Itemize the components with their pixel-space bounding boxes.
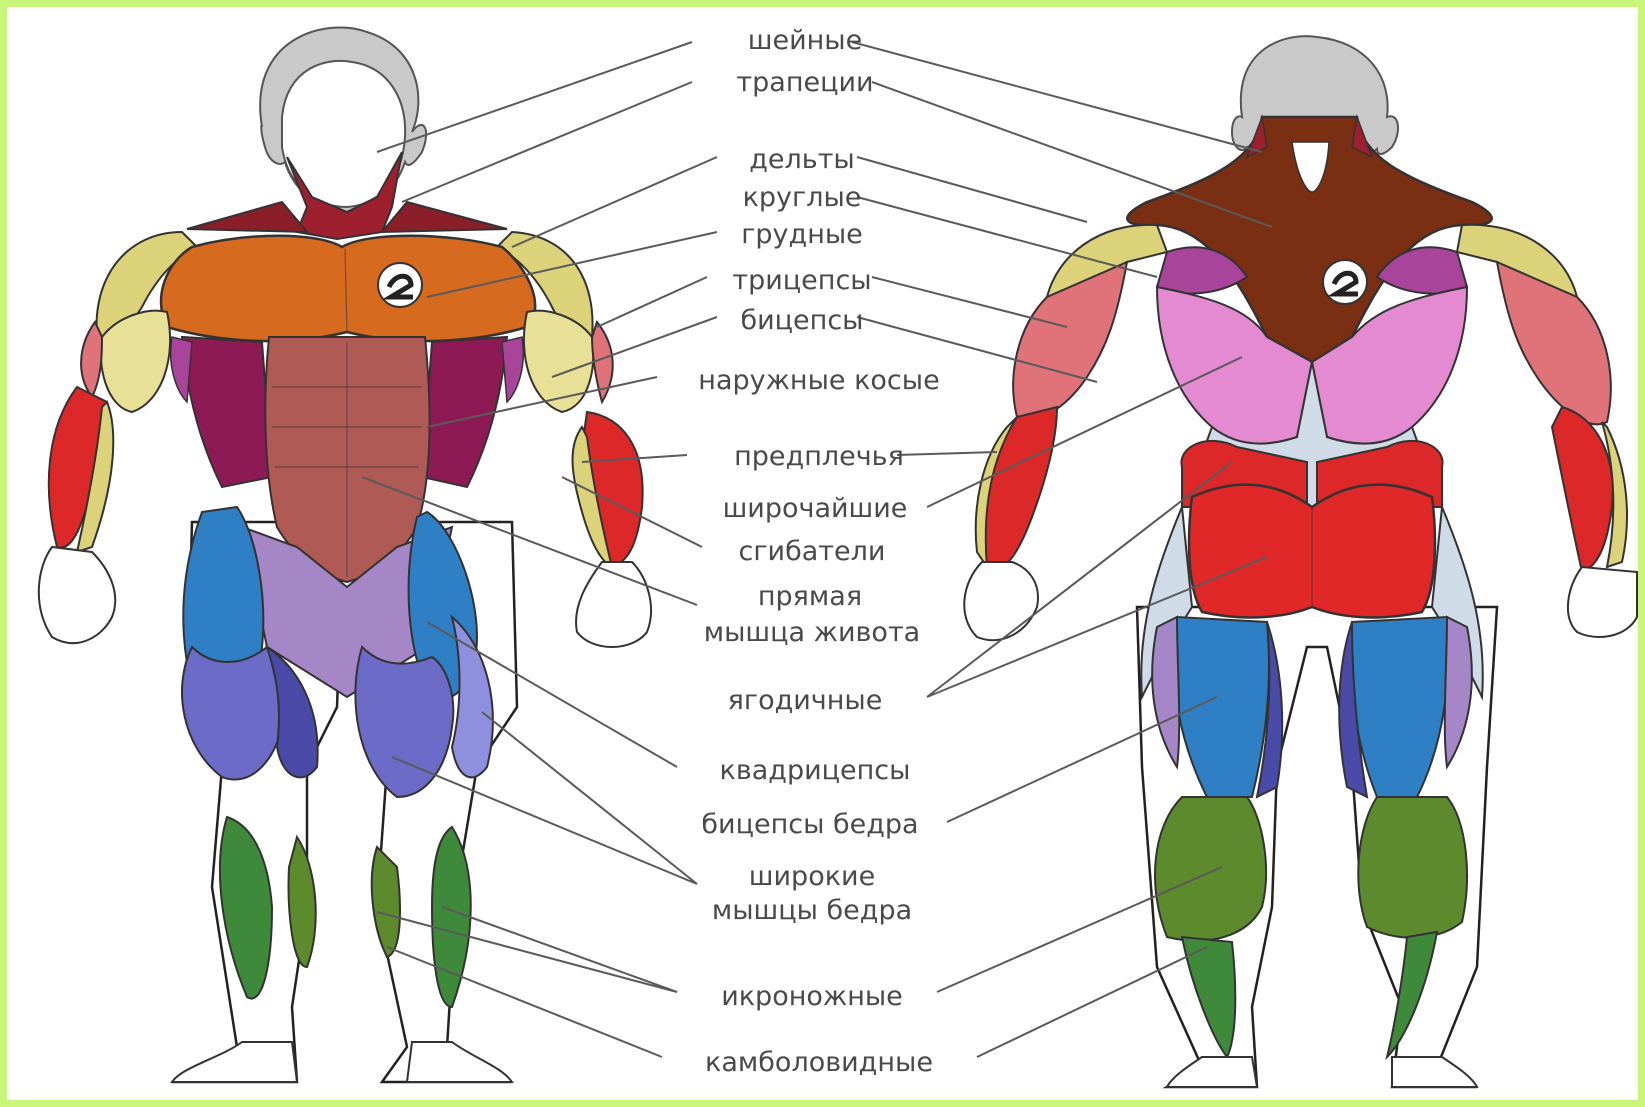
label-biceps: бицепсы: [740, 305, 863, 336]
label-soleus: камболовидные: [705, 1047, 933, 1078]
label-glutes: ягодичные: [728, 685, 883, 716]
back-calf-left: [1155, 797, 1266, 941]
label-neck: шейные: [748, 25, 862, 56]
front-foot-left: [172, 1042, 297, 1082]
front-triceps-left: [81, 322, 102, 397]
front-hand-right: [576, 562, 651, 647]
front-foot-right: [407, 1042, 512, 1082]
label-quadriceps: квадрицепсы: [720, 755, 911, 786]
label-hamstrings: бицепсы бедра: [701, 809, 918, 840]
labels: шейные трапеции дельты круглые грудные т…: [698, 25, 939, 1078]
label-flexors: сгибатели: [739, 536, 886, 567]
label-teres: круглые: [743, 182, 862, 213]
label-trapezius: трапеции: [736, 67, 873, 98]
back-hand-right: [1568, 567, 1637, 637]
front-hand-left: [39, 547, 115, 643]
label-deltoids: дельты: [749, 144, 855, 175]
diagram-frame: шейные трапеции дельты круглые грудные т…: [7, 7, 1638, 1100]
label-lats: широчайшие: [723, 493, 908, 524]
back-figure: [964, 36, 1637, 1087]
label-forearms: предплечья: [734, 441, 904, 472]
label-triceps: трицепсы: [732, 265, 871, 296]
label-calves: икроножные: [721, 981, 903, 1012]
label-rectus-line2: мышца живота: [704, 617, 920, 648]
label-pectorals: грудные: [741, 219, 863, 250]
front-logo-icon: [378, 263, 422, 307]
label-obliques: наружные косые: [698, 365, 939, 396]
front-figure: [39, 27, 651, 1082]
muscle-diagram: шейные трапеции дельты круглые грудные т…: [7, 7, 1638, 1100]
back-logo-icon: [1323, 260, 1367, 304]
back-foot-left: [1167, 1057, 1257, 1087]
back-hand-left: [964, 562, 1038, 640]
label-vastus-line1: широкие: [749, 861, 875, 892]
front-calf-right: [432, 827, 471, 1007]
back-calf-right: [1358, 797, 1467, 938]
back-forearm-left: [984, 407, 1057, 570]
back-foot-right: [1392, 1057, 1477, 1087]
front-pectorals: [161, 236, 535, 341]
back-triceps-right: [1497, 262, 1611, 424]
label-rectus-line1: прямая: [758, 581, 862, 612]
label-vastus-line2: мышцы бедра: [712, 895, 912, 926]
